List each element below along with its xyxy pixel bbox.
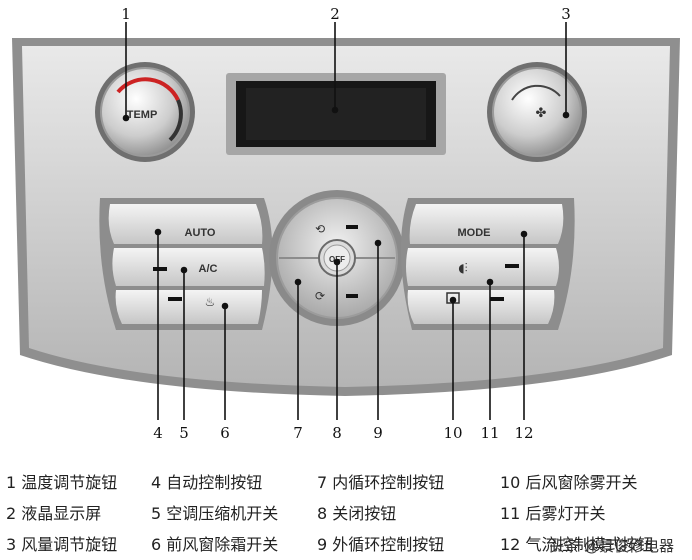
callout-number: 3 bbox=[561, 5, 571, 23]
legend-item: 2 液晶显示屏 bbox=[6, 504, 102, 523]
center-button-ring bbox=[269, 190, 405, 326]
callout-dot bbox=[374, 239, 382, 247]
callout-number: 10 bbox=[443, 424, 462, 442]
legend-item: 8 关闭按钮 bbox=[317, 504, 397, 523]
callout-dot bbox=[180, 266, 188, 274]
ac-indicator bbox=[153, 267, 167, 271]
front-defrost-button[interactable]: ♨ bbox=[115, 290, 262, 324]
fan-speed-knob[interactable]: ✤ bbox=[487, 62, 587, 162]
fresh-air-indicator bbox=[346, 294, 358, 298]
mode-label: MODE bbox=[458, 227, 491, 239]
fan-icon: ✤ bbox=[536, 106, 547, 121]
recirculation-icon: ⟲ bbox=[315, 222, 325, 236]
legend-item: 10 后风窗除雾开关 bbox=[500, 473, 638, 492]
callout-dot bbox=[331, 106, 339, 114]
callout-number: 7 bbox=[293, 424, 303, 442]
callout-number: 6 bbox=[220, 424, 230, 442]
legend-item: 4 自动控制按钮 bbox=[151, 473, 263, 492]
callout-dot bbox=[486, 278, 494, 286]
callout-dot bbox=[333, 258, 341, 266]
callout-dot bbox=[449, 296, 457, 304]
legend-item: 3 风量调节旋钮 bbox=[6, 535, 118, 554]
legend-item: 1 温度调节旋钮 bbox=[6, 473, 118, 492]
hvac-control-panel-diagram: TEMP ✤ AUTO A/C ♨ ⟲ ⟳ bbox=[12, 5, 680, 442]
auto-label: AUTO bbox=[185, 227, 216, 239]
rear-defrost-button[interactable] bbox=[407, 290, 555, 324]
temperature-knob[interactable]: TEMP bbox=[95, 62, 195, 162]
rear-fog-icon: ◖⫶ bbox=[458, 261, 467, 275]
legend-item: 5 空调压缩机开关 bbox=[151, 504, 279, 523]
lcd-screen bbox=[226, 73, 446, 155]
callout-dot bbox=[154, 228, 162, 236]
rear-defrost-indicator bbox=[490, 297, 504, 301]
callout-number: 8 bbox=[332, 424, 342, 442]
rear-fog-indicator bbox=[505, 264, 519, 268]
front-defrost-icon: ♨ bbox=[205, 295, 216, 309]
callout-number: 12 bbox=[514, 424, 533, 442]
callout-number: 4 bbox=[153, 424, 163, 442]
callout-dot bbox=[122, 114, 130, 122]
auto-button[interactable]: AUTO bbox=[108, 204, 263, 244]
rear-fog-button[interactable]: ◖⫶ bbox=[406, 248, 559, 286]
fresh-air-icon: ⟳ bbox=[315, 289, 325, 303]
callout-dot bbox=[294, 278, 302, 286]
ac-label: A/C bbox=[199, 263, 218, 275]
recirculation-indicator bbox=[346, 225, 358, 229]
callouts bbox=[122, 22, 570, 420]
callout-number: 1 bbox=[121, 5, 131, 23]
mode-button[interactable]: MODE bbox=[409, 204, 564, 244]
callout-dot bbox=[221, 302, 229, 310]
recirculation-button[interactable]: ⟲ bbox=[315, 222, 358, 236]
defrost-indicator bbox=[168, 297, 182, 301]
legend-item: 6 前风窗除霜开关 bbox=[151, 535, 279, 554]
callout-number: 11 bbox=[480, 424, 499, 442]
callout-number: 2 bbox=[330, 5, 340, 23]
legend-item: 12 气流控制模式按钮 bbox=[500, 535, 654, 554]
ac-button[interactable]: A/C bbox=[112, 248, 265, 286]
callout-number: 9 bbox=[373, 424, 383, 442]
watermark: 头条 @景俊修电器 bbox=[549, 537, 674, 555]
callout-dot bbox=[520, 230, 528, 238]
temp-knob-label: TEMP bbox=[127, 109, 158, 121]
legend-item: 7 内循环控制按钮 bbox=[317, 473, 445, 492]
legend-item: 11 后雾灯开关 bbox=[500, 504, 606, 523]
callout-dot bbox=[562, 111, 570, 119]
legend: 1 温度调节旋钮 4 自动控制按钮 7 内循环控制按钮 10 后风窗除雾开关 2… bbox=[0, 455, 692, 560]
legend-item: 9 外循环控制按钮 bbox=[317, 535, 445, 554]
callout-number: 5 bbox=[179, 424, 189, 442]
fresh-air-button[interactable]: ⟳ bbox=[315, 289, 358, 303]
